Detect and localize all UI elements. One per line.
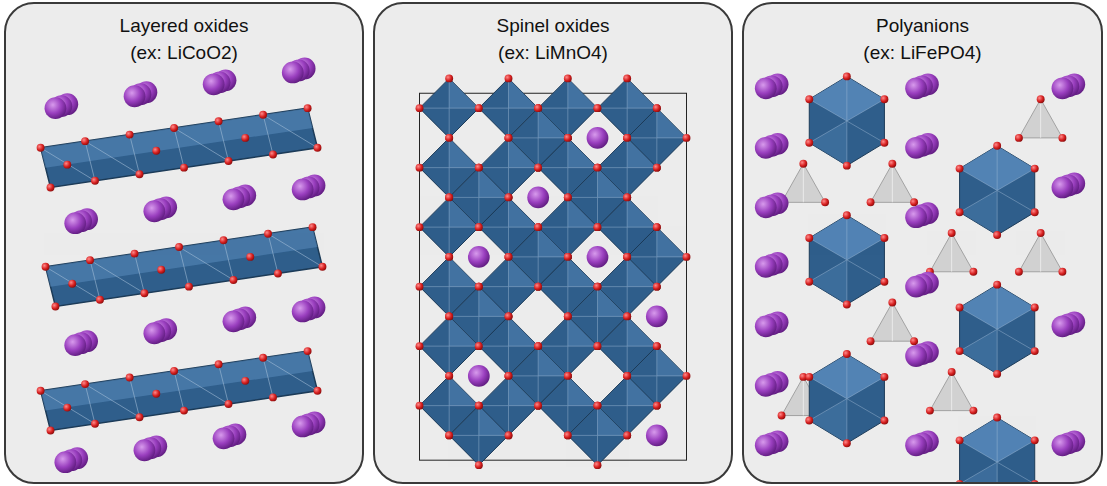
example-formula: (ex: LiFePO4) xyxy=(744,39,1101,66)
octahedra-slab xyxy=(37,104,322,191)
structure-panel: Layered oxides(ex: LiCoO2) xyxy=(4,2,364,484)
panel-title: Layered oxides(ex: LiCoO2) xyxy=(6,12,362,66)
spinel-structure xyxy=(375,4,731,482)
lithium-row xyxy=(64,175,325,235)
panel-title: Spinel oxides(ex: LiMnO4) xyxy=(375,12,731,66)
example-formula: (ex: LiCoO2) xyxy=(6,39,362,66)
lithium-row xyxy=(45,58,316,119)
olivine-structure xyxy=(744,4,1100,482)
lithium-row xyxy=(64,297,325,357)
layered-structure xyxy=(6,4,362,482)
structure-panel: Spinel oxides(ex: LiMnO4) xyxy=(373,2,733,484)
panel-heading: Spinel oxides xyxy=(375,12,731,39)
octahedra-network xyxy=(416,74,691,469)
octahedra-slab xyxy=(42,223,327,310)
lithium-row xyxy=(54,412,325,473)
panel-title: Polyanions(ex: LiFePO4) xyxy=(744,12,1101,66)
structure-panel: Polyanions(ex: LiFePO4) xyxy=(742,2,1103,484)
iron-octahedra xyxy=(805,72,1038,482)
panel-heading: Polyanions xyxy=(744,12,1101,39)
lithium-atoms xyxy=(468,127,668,446)
panel-heading: Layered oxides xyxy=(6,12,362,39)
example-formula: (ex: LiMnO4) xyxy=(375,39,731,66)
lithium-atoms xyxy=(755,73,1085,456)
octahedra-slab xyxy=(37,347,322,434)
